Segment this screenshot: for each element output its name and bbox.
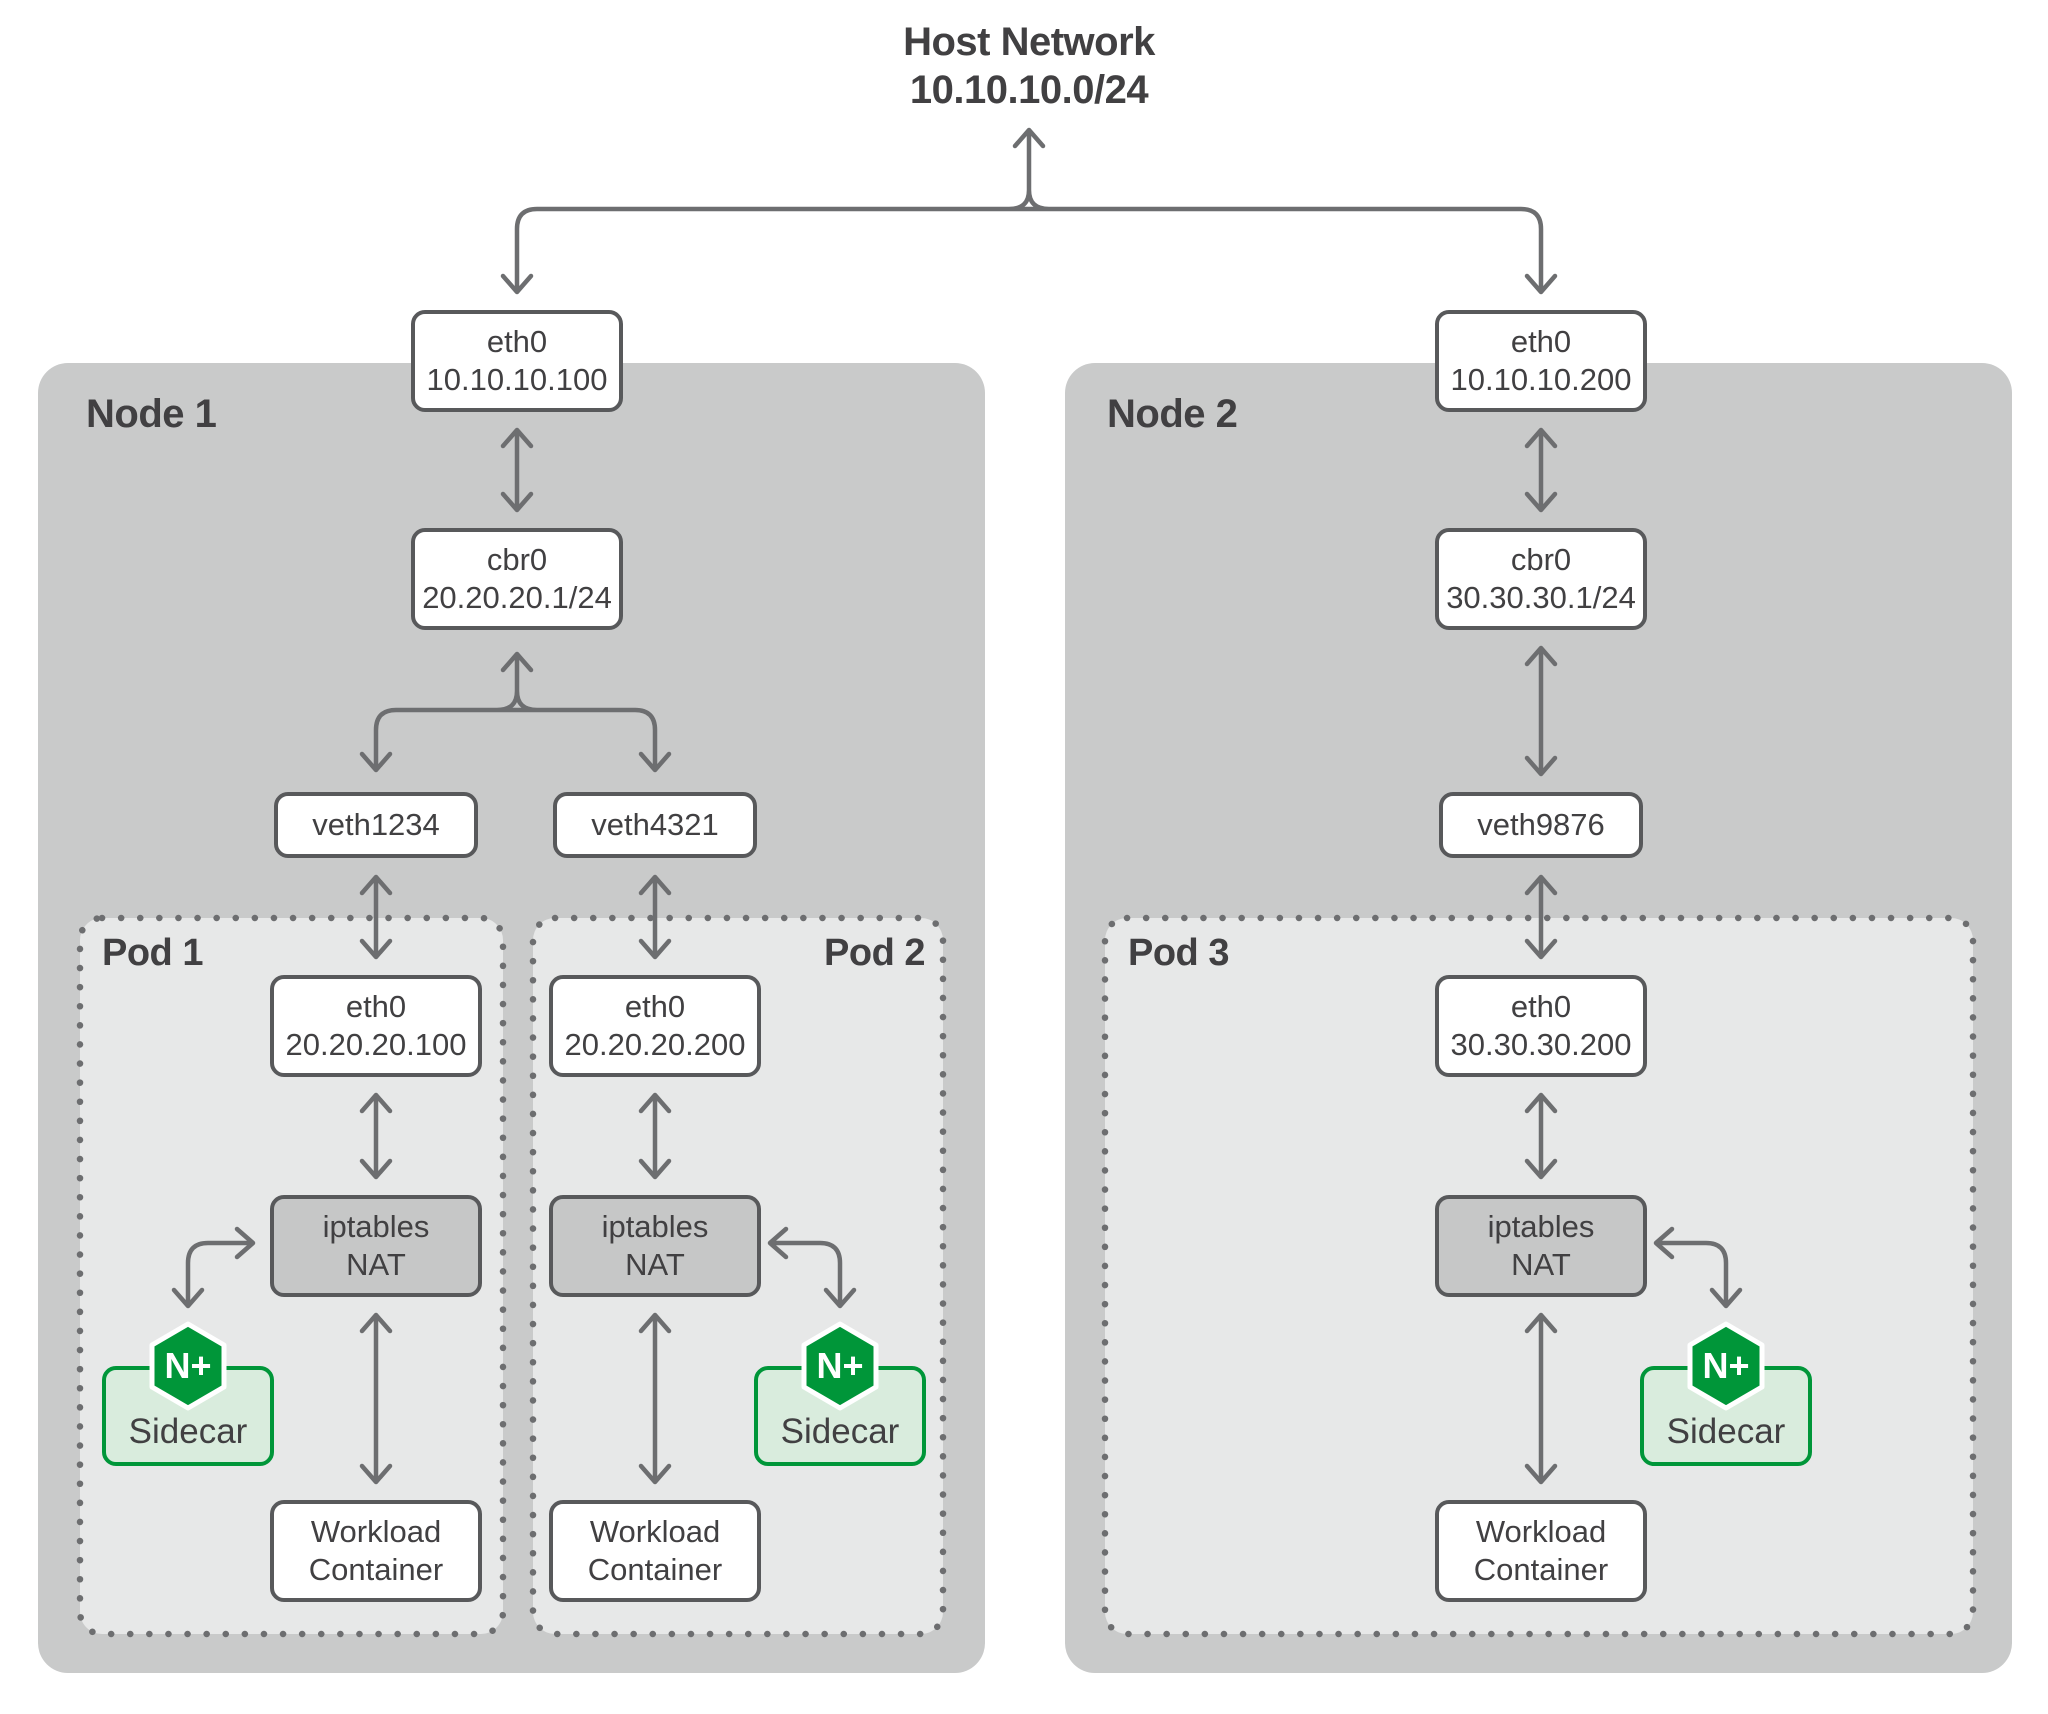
diagram-title: Host Network 10.10.10.0/24: [779, 18, 1279, 114]
pod-2-eth0-ip: 20.20.20.200: [564, 1027, 746, 1062]
host-network-connector: [500, 127, 1558, 295]
pod-3-nat-line1: iptables: [1487, 1209, 1595, 1244]
pod-3-iptables-nat-box: iptables NAT: [1435, 1195, 1647, 1297]
pod-2-nginx-plus-logo-text: N+: [816, 1345, 864, 1386]
veth4321-label: veth4321: [591, 807, 719, 842]
node-1-eth0-box: eth0 10.10.10.100: [411, 310, 623, 412]
pod-1-workload-line1: Workload: [310, 1514, 442, 1549]
pod-1-eth0-name: eth0: [345, 989, 407, 1024]
pod-2-workload-line1: Workload: [589, 1514, 721, 1549]
pod-3-workload-line2: Container: [1473, 1552, 1609, 1587]
pod-2-sidecar-label: Sidecar: [780, 1412, 900, 1451]
node-1-cbr0-box: cbr0 20.20.20.1/24: [411, 528, 623, 630]
diagram-title-line2: 10.10.10.0/24: [909, 68, 1149, 112]
pod-3-sidecar-label: Sidecar: [1666, 1412, 1786, 1451]
node-2-eth0-ip: 10.10.10.200: [1450, 362, 1632, 397]
veth4321-box: veth4321: [553, 792, 757, 858]
node-1-cbr0-name: cbr0: [486, 542, 548, 577]
pod-1-sidecar-label: Sidecar: [128, 1412, 248, 1451]
pod-1-iptables-nat-box: iptables NAT: [270, 1195, 482, 1297]
node-1-eth0-name: eth0: [486, 324, 548, 359]
pod-2-workload-line2: Container: [587, 1552, 723, 1587]
pod-1-eth0-box: eth0 20.20.20.100: [270, 975, 482, 1077]
pod-2-eth0-box: eth0 20.20.20.200: [549, 975, 761, 1077]
node-2-eth0-name: eth0: [1510, 324, 1572, 359]
pod-3-eth0-name: eth0: [1510, 989, 1572, 1024]
node-1-eth0-ip: 10.10.10.100: [426, 362, 608, 397]
pod-3-nat-line2: NAT: [1511, 1247, 1571, 1282]
pod-3-eth0-ip: 30.30.30.200: [1450, 1027, 1632, 1062]
pod-2-nat-line1: iptables: [601, 1209, 709, 1244]
pod-1-nat-line1: iptables: [322, 1209, 430, 1244]
pod-3-nginx-plus-logo-text: N+: [1702, 1345, 1750, 1386]
pod-3-workload-line1: Workload: [1475, 1514, 1607, 1549]
pod-3-workload-box: Workload Container: [1435, 1500, 1647, 1602]
node-2-label: Node 2: [1107, 392, 1238, 436]
pod-1-nginx-plus-logo-text: N+: [164, 1345, 212, 1386]
pod-1-nat-line2: NAT: [346, 1247, 406, 1282]
node-2-cbr0-box: cbr0 30.30.30.1/24: [1435, 528, 1647, 630]
node-2-eth0-box: eth0 10.10.10.200: [1435, 310, 1647, 412]
node-2-cbr0-name: cbr0: [1510, 542, 1572, 577]
node-2-cbr0-ip: 30.30.30.1/24: [1446, 580, 1636, 615]
veth9876-box: veth9876: [1439, 792, 1643, 858]
veth1234-label: veth1234: [312, 807, 440, 842]
pod-1-eth0-ip: 20.20.20.100: [285, 1027, 467, 1062]
pod-1-workload-box: Workload Container: [270, 1500, 482, 1602]
pod-1-label: Pod 1: [102, 932, 203, 974]
node-1-label: Node 1: [86, 392, 217, 436]
pod-3-label: Pod 3: [1128, 932, 1229, 974]
pod-2-label: Pod 2: [824, 932, 925, 974]
veth9876-label: veth9876: [1477, 807, 1605, 842]
diagram-title-line1: Host Network: [903, 20, 1155, 64]
pod-2-nat-line2: NAT: [625, 1247, 685, 1282]
pod-2-eth0-name: eth0: [624, 989, 686, 1024]
pod-2-workload-box: Workload Container: [549, 1500, 761, 1602]
veth1234-box: veth1234: [274, 792, 478, 858]
pod-1-workload-line2: Container: [308, 1552, 444, 1587]
pod-3-eth0-box: eth0 30.30.30.200: [1435, 975, 1647, 1077]
node-1-cbr0-ip: 20.20.20.1/24: [422, 580, 612, 615]
pod-2-iptables-nat-box: iptables NAT: [549, 1195, 761, 1297]
